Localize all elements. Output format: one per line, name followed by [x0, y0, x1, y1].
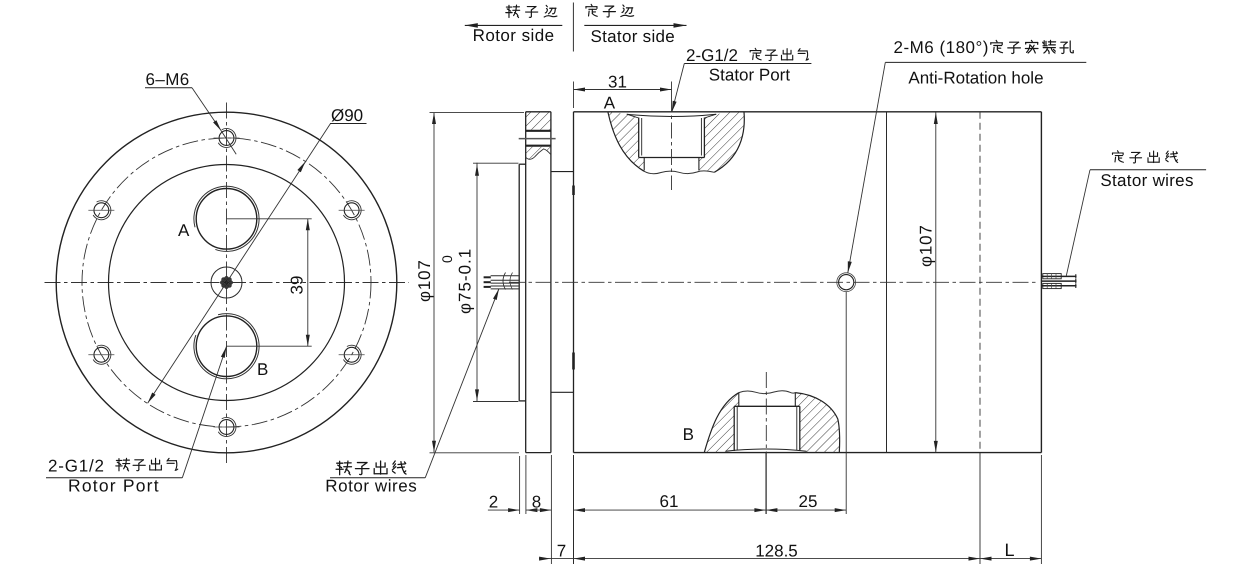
svg-text:7: 7 [557, 542, 566, 561]
svg-text:Rotor Port: Rotor Port [68, 476, 160, 496]
svg-text:A: A [604, 94, 616, 113]
svg-text:Stator Port: Stator Port [709, 66, 791, 85]
svg-text:Rotor side: Rotor side [473, 26, 555, 45]
svg-text:2: 2 [489, 493, 498, 512]
svg-text:Stator wires: Stator wires [1100, 171, 1193, 190]
svg-text:φ75-0.1: φ75-0.1 [456, 248, 475, 314]
svg-text:2-G1/2: 2-G1/2 [686, 46, 738, 65]
svg-text:128.5: 128.5 [755, 542, 798, 561]
svg-text:Anti-Rotation hole: Anti-Rotation hole [908, 69, 1043, 88]
svg-text:Rotor wires: Rotor wires [325, 477, 417, 496]
svg-text:L: L [1004, 540, 1014, 560]
svg-text:2-M6 (180°): 2-M6 (180°) [894, 38, 989, 57]
svg-text:25: 25 [799, 492, 818, 511]
svg-text:Ø90: Ø90 [331, 106, 363, 125]
svg-text:φ107: φ107 [415, 259, 434, 302]
svg-text:A: A [178, 221, 190, 240]
svg-text:6–M6: 6–M6 [146, 70, 190, 89]
svg-text:Stator side: Stator side [591, 27, 676, 46]
svg-text:31: 31 [608, 72, 627, 91]
svg-text:B: B [257, 360, 268, 379]
svg-text:2-G1/2: 2-G1/2 [48, 457, 105, 476]
svg-text:39: 39 [288, 276, 307, 295]
svg-text:B: B [683, 425, 694, 444]
svg-text:φ107: φ107 [917, 224, 936, 267]
svg-text:61: 61 [660, 492, 679, 511]
svg-text:8: 8 [532, 493, 541, 512]
svg-text:0: 0 [439, 255, 455, 263]
